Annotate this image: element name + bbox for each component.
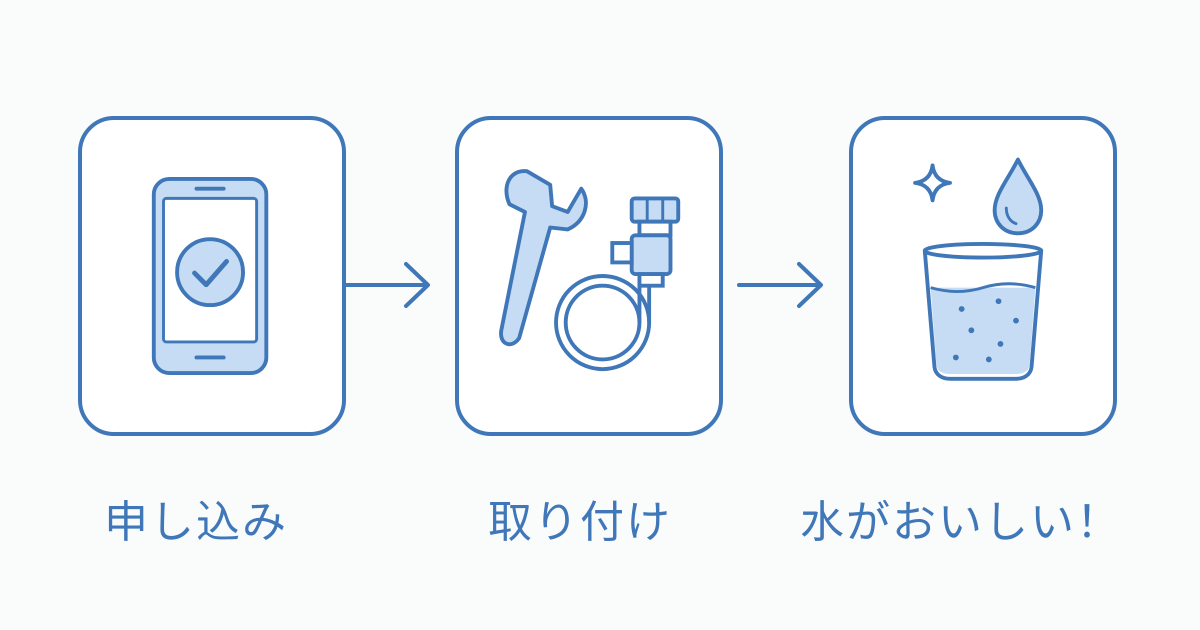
- wrench-faucet-hose-icon: [499, 169, 681, 372]
- sparkle-icon: [913, 163, 952, 203]
- glass-icon: [922, 242, 1044, 381]
- step-label-install: 取り付け: [488, 497, 672, 548]
- faucet-valve-icon: [610, 196, 681, 288]
- step-card-install: [455, 116, 723, 436]
- water-drop-icon: [992, 157, 1044, 236]
- wrench-icon: [499, 169, 588, 347]
- water-glass-drop-icon: [913, 157, 1044, 381]
- hose-icon: [554, 274, 652, 372]
- arrow-right-icon: [344, 262, 430, 308]
- arrow-right-icon: [737, 262, 823, 308]
- smartphone-checkmark-icon: [151, 177, 269, 375]
- step-label-apply: 申し込み: [104, 497, 288, 548]
- step-card-enjoy: [849, 116, 1117, 436]
- step-card-apply: [78, 116, 346, 436]
- step-label-enjoy: 水がおいしい！: [800, 497, 1122, 548]
